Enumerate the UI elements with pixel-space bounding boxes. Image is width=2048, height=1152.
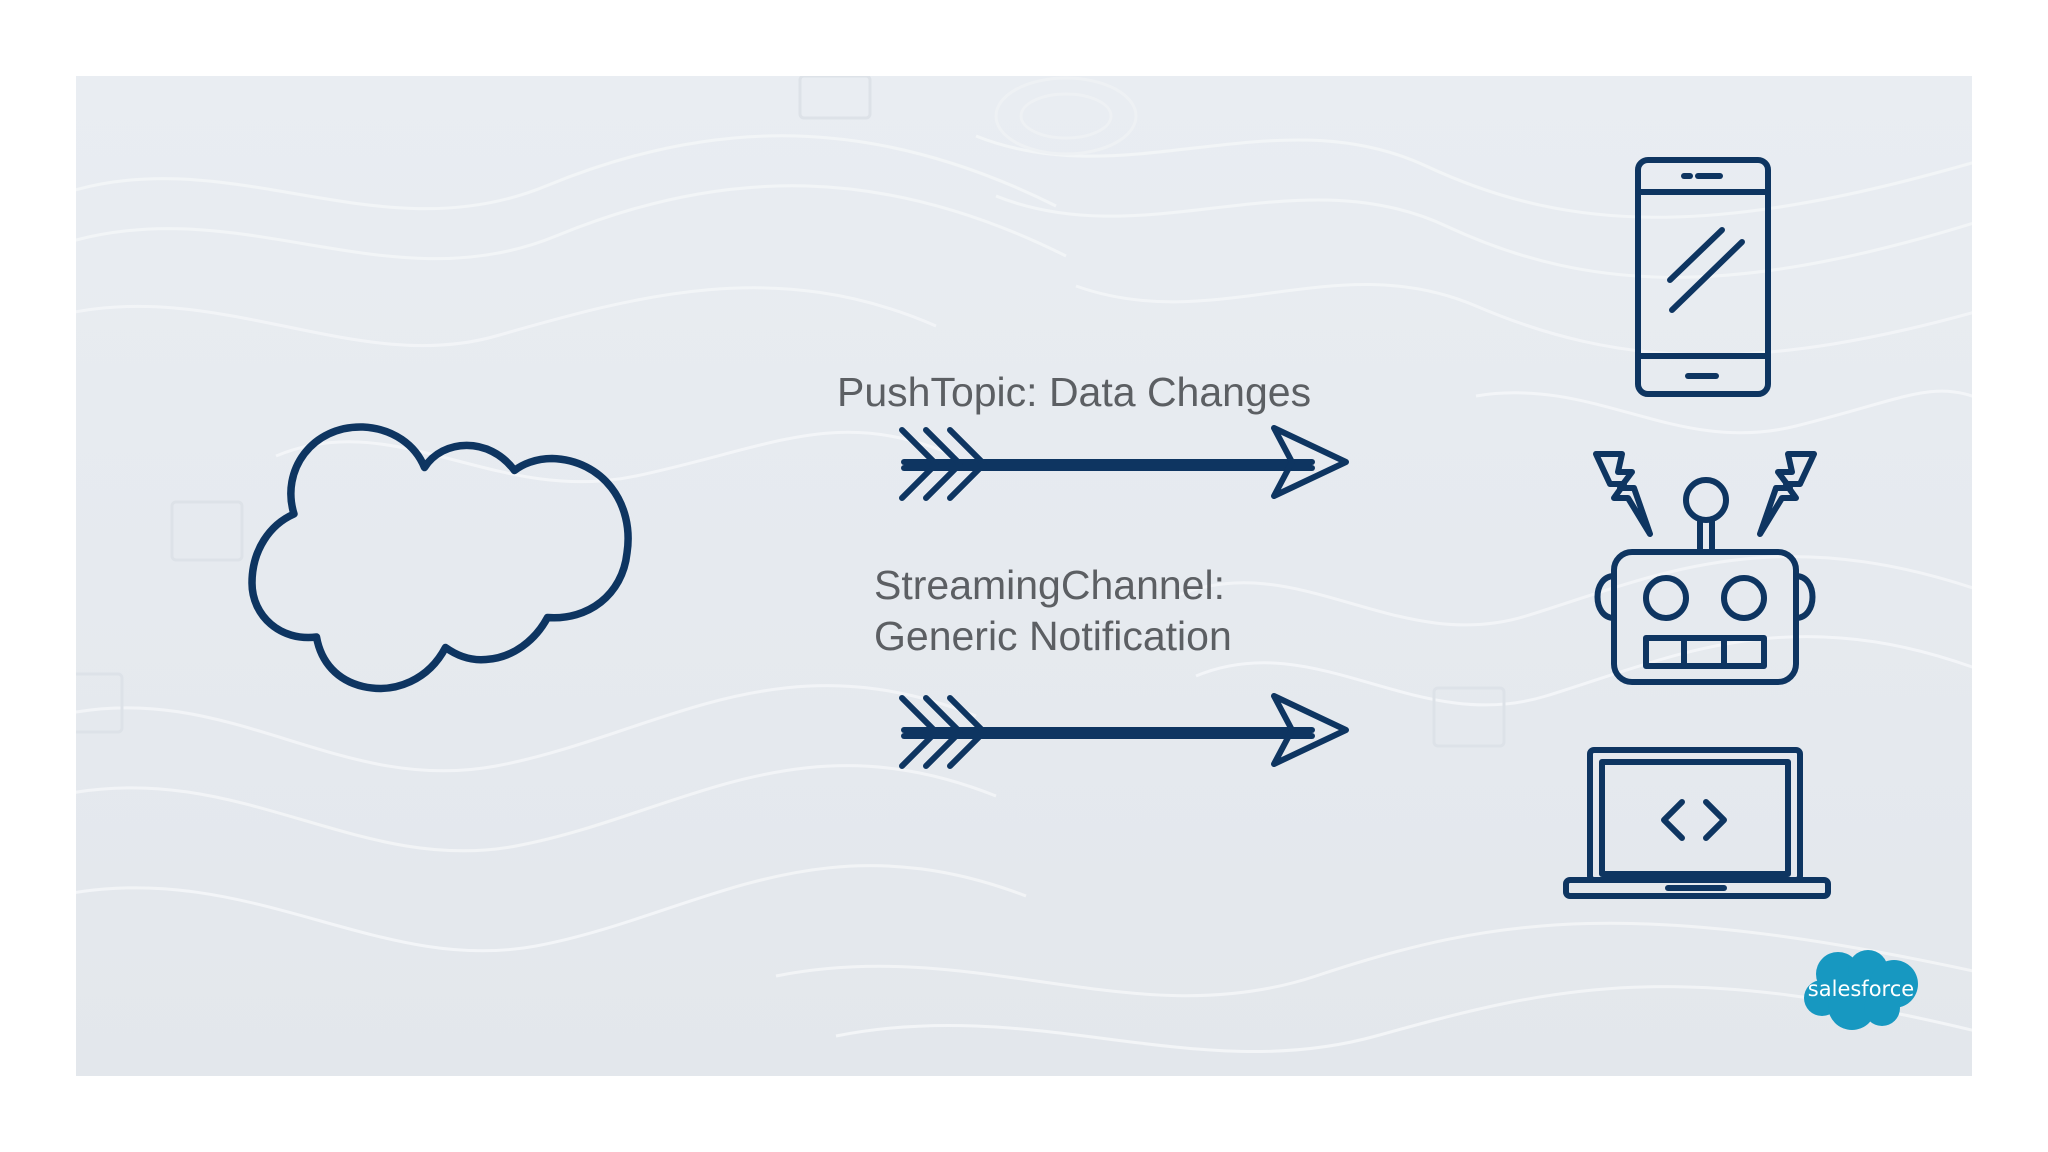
laptop-code-icon	[1563, 747, 1831, 899]
salesforce-cloud-shape	[1804, 950, 1918, 1030]
robot-icon	[1593, 451, 1817, 685]
salesforce-logo: salesforce	[1802, 948, 1920, 1032]
streaming-channel-label-line2: Generic Notification	[874, 613, 1232, 659]
cloud-icon	[248, 423, 632, 693]
salesforce-logo-text: salesforce	[1807, 977, 1915, 1001]
slide: PushTopic: Data Changes StreamingChannel…	[76, 76, 1972, 1076]
smartphone-icon	[1635, 157, 1771, 397]
arrow-right-icon	[899, 693, 1349, 769]
streaming-channel-label: StreamingChannel: Generic Notification	[874, 560, 1232, 662]
topographic-background	[76, 76, 1972, 1053]
arrow-right-icon	[899, 425, 1349, 501]
pushtopic-label: PushTopic: Data Changes	[837, 369, 1312, 415]
streaming-channel-label-line1: StreamingChannel:	[874, 562, 1225, 608]
